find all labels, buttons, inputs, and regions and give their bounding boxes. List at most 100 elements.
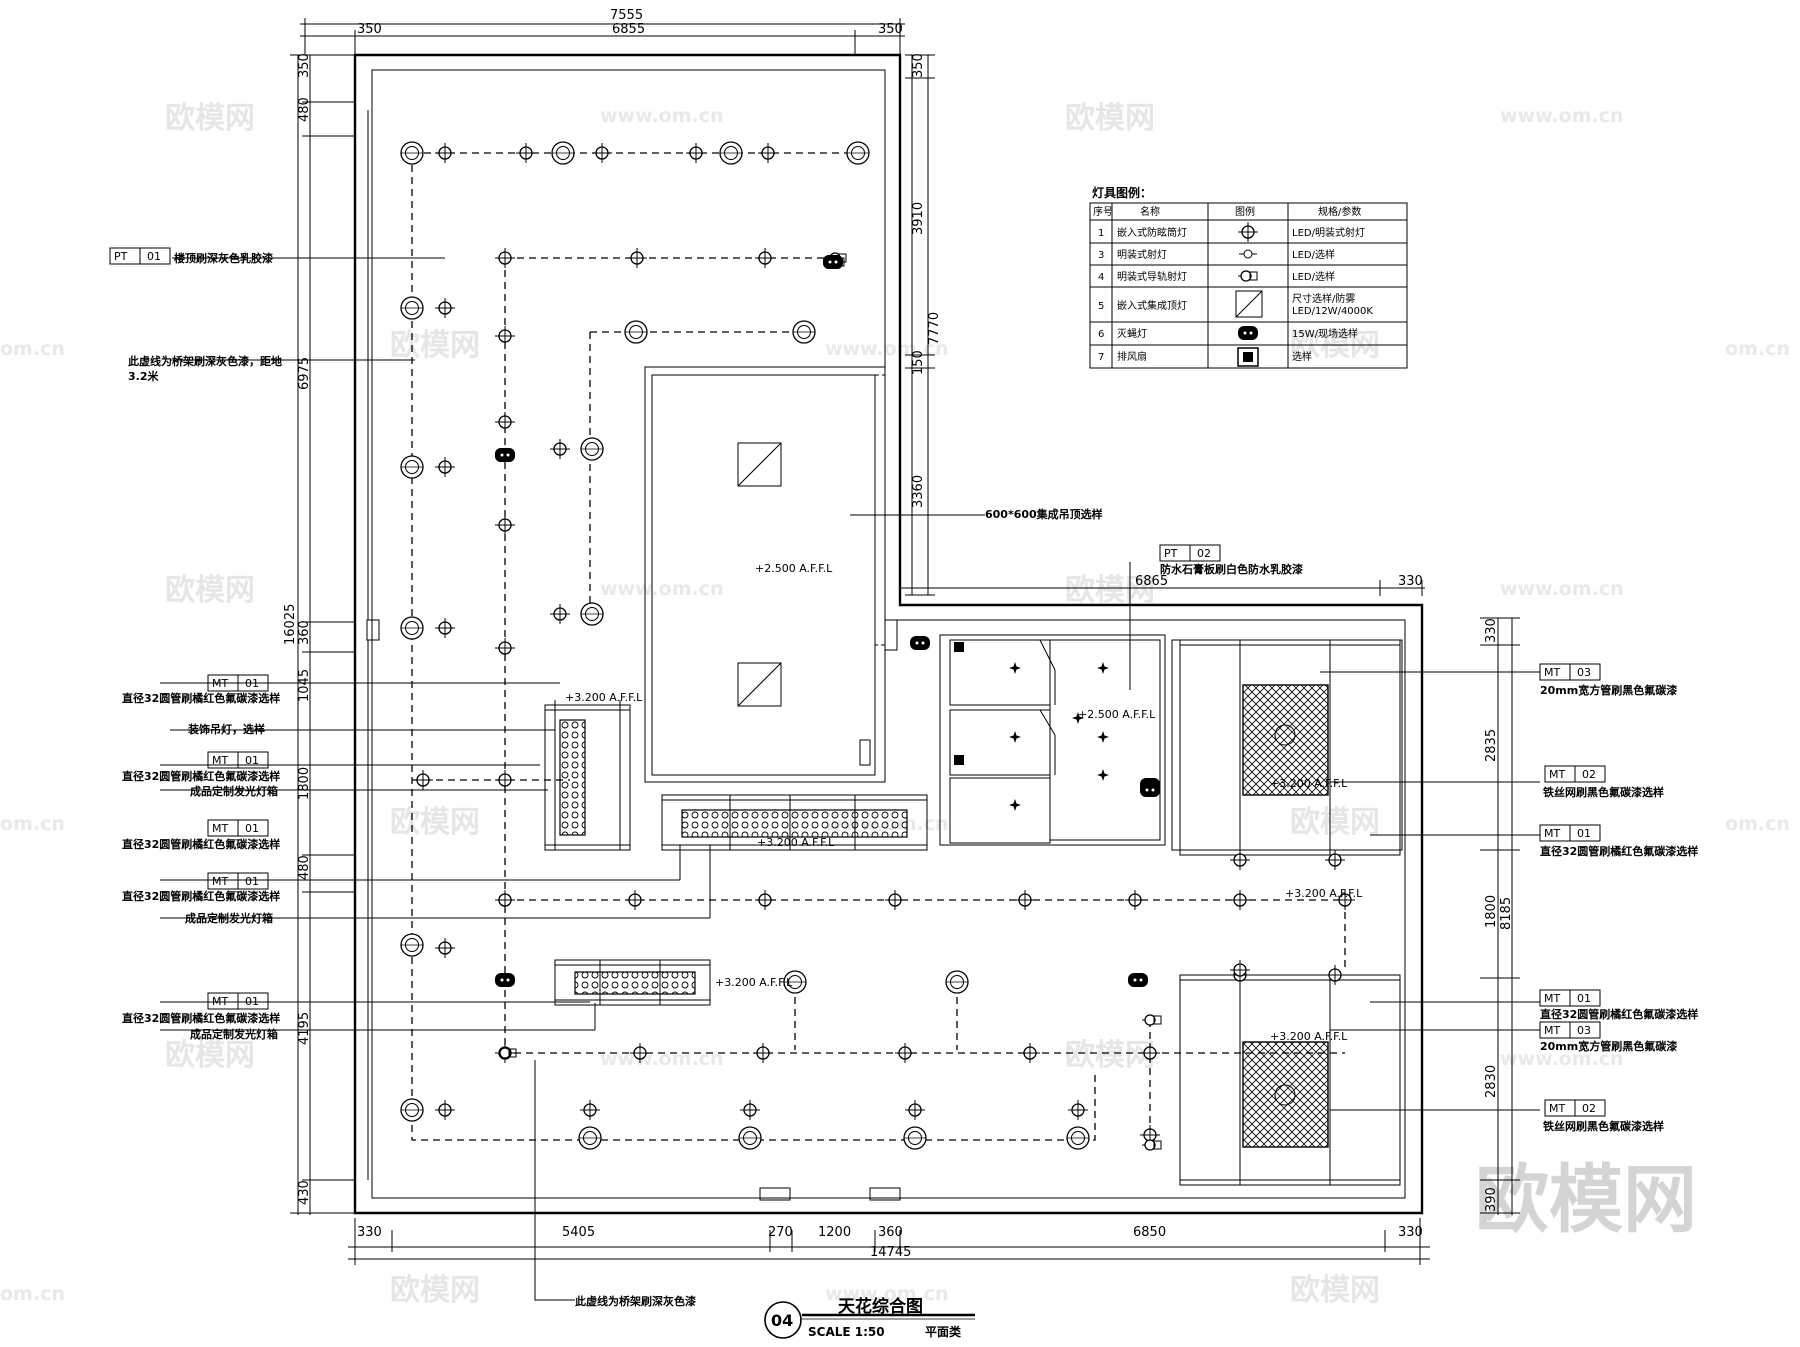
downlight-fixture [846,141,870,165]
center-annotations: 600*600集成吊顶选样 PT 02 防水石膏板刷白色防水乳胶漆 此虚线为桥架… [565,507,1363,1308]
dim-left-seg-7: 480 [297,855,312,880]
legend-row-1-name: 嵌入式防眩筒灯 [1117,226,1187,239]
pipe-red-note-e: 直径32圆管刷橘红色氟碳漆选样 [122,1011,280,1025]
spotlight-fixture [434,937,456,959]
fly-lamp-fixture [823,255,843,269]
pendant-note: 装饰吊灯，选样 [187,722,265,736]
downlight-fixture [580,437,604,461]
spotlight-fixture [494,514,516,536]
track-spot-fixture [1141,1014,1162,1026]
legend-row-5-spec: 15W/现场选样 [1292,327,1358,340]
drawing-number: 04 [771,1311,793,1330]
downlight-fixture [400,141,424,165]
elev-3200-f: +3.200 A.F.F.L [1270,1030,1348,1043]
bridge-line-note: 此虚线为桥架刷深灰色漆，距地 [128,354,282,368]
spotlight-fixture [626,247,648,269]
light-fixtures [400,141,1356,1151]
cable-tray-dashed-lines [411,152,1346,1145]
fly-lamp-fixture [1128,973,1148,987]
watermark-logo: 欧模网 [1065,1038,1155,1073]
legend-title: 灯具图例： [1092,185,1152,200]
dim-rlow-seg-4: 2830 [1484,1065,1499,1098]
downlight-fixture [738,1126,762,1150]
ceiling-light-point [1097,731,1109,743]
dim-rlow-total: 8185 [1499,897,1514,930]
spotlight-fixture [434,142,456,164]
dim-top-right: 350 [878,22,903,37]
spotlight-fixture [685,142,707,164]
spotlight-fixture [884,889,906,911]
downlight-fixture [400,616,424,640]
watermark-url-partial: om.cn [0,338,65,360]
watermark-logo: 欧模网 [390,805,480,840]
dim-left-seg-4: 360 [297,620,312,645]
spotlight-fixture [434,617,456,639]
spotlight-fixture [494,637,516,659]
dim-left-seg-6: 1800 [297,767,312,800]
ceiling-light-point [1097,769,1109,781]
spotlight-fixture [494,769,516,791]
bridge-height-note: 3.2米 [128,369,159,383]
spotlight-fixture [1324,964,1346,986]
downlight-fixture [400,455,424,479]
dim-top-total: 7555 [610,8,643,23]
spotlight-fixture [754,889,776,911]
watermark-logo: 欧模网 [1290,1273,1380,1308]
dim-top-middle: 6855 [612,22,645,37]
downlight-icon [1237,221,1259,243]
downlight-fixture [719,141,743,165]
dim-bottom-seg-3: 270 [768,1225,793,1240]
elev-2500-a: +2.500 A.F.F.L [755,562,833,575]
dim-bottom-seg-6: 6850 [1133,1225,1166,1240]
mt01-code-d: MT [212,875,228,888]
dim-left-total: 16025 [283,604,298,645]
legend-row-6-spec: 选样 [1292,350,1312,363]
mt01-code-e: MT [212,995,228,1008]
watermark-logo: 欧模网 [390,328,480,363]
panel-light-icon [1235,290,1263,318]
mt01-code-c: MT [212,822,228,835]
dim-mid-total: 6865 [1135,574,1168,589]
watermark-big-logo: 欧模网 [1475,1157,1697,1243]
dim-bottom-seg-7: 330 [1398,1225,1423,1240]
legend-row-6-name: 排风扇 [1117,350,1147,363]
spotlight-fixture [754,247,776,269]
dim-right-total: 7770 [927,312,942,345]
spotlight-fixture [624,889,646,911]
dim-top-left: 350 [357,22,382,37]
mt01-num-g: 01 [1577,992,1591,1005]
legend-row-3-spec: LED/选样 [1292,270,1335,283]
watermark-url: www.om.cn [825,1283,949,1305]
ceiling-light-point [1009,662,1021,674]
dim-left-seg-2: 480 [297,97,312,122]
spotlight-fixture [904,1099,926,1121]
square-pipe-note-b: 20mm宽方管刷黑色氟碳漆 [1540,1039,1677,1053]
downlight-fixture [400,296,424,320]
pt02-note: 防水石膏板刷白色防水乳胶漆 [1160,562,1303,576]
mt03-code-b: MT [1544,1024,1560,1037]
fly-lamp-icon [1238,326,1258,340]
ceiling-light-point [1097,662,1109,674]
pipe-red-note-f: 直径32圆管刷橘红色氟碳漆选样 [1540,844,1698,858]
pt02-code: PT [1164,547,1178,560]
downlight-fixture [792,320,816,344]
wire-mesh-note-b: 铁丝网刷黑色氟碳漆选样 [1543,1119,1664,1133]
pt01-note: 楼顶刷深灰色乳胶漆 [174,251,273,265]
legend-row-5-name: 灭蝇灯 [1117,328,1147,340]
dim-right-seg-3: 150 [911,350,926,375]
watermark-logo: 欧模网 [165,573,255,608]
bridge-line-bottom-note: 此虚线为桥架刷深灰色漆 [575,1294,696,1308]
watermark-logo: 欧模网 [165,101,255,136]
spotlight-fixture [549,603,571,625]
ceiling-light-point [1009,799,1021,811]
mt03-code-a: MT [1544,666,1560,679]
legend-header-symbol: 图例 [1235,205,1255,218]
downlight-fixture [945,970,969,994]
spotlight-fixture [494,247,516,269]
pipe-red-note-d: 直径32圆管刷橘红色氟碳漆选样 [122,889,280,903]
spotlight-fixture [494,889,516,911]
title-block: 04 天花综合图 SCALE 1:50 平面类 [764,1296,975,1339]
watermark-url-partial: om.cn [0,1283,65,1305]
watermark-url: www.om.cn [600,578,724,600]
